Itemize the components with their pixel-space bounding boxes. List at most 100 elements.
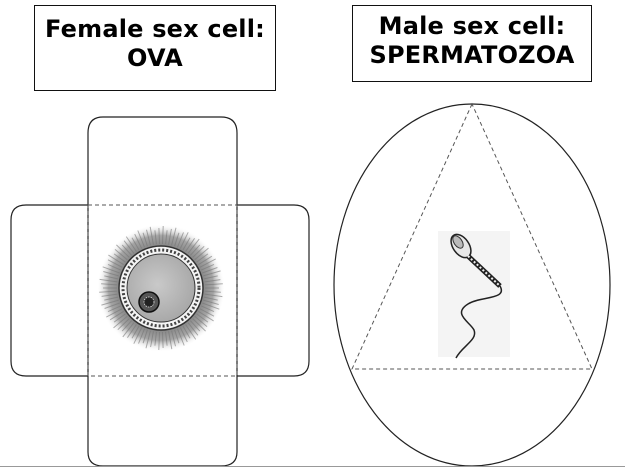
ova-fringe-stroke xyxy=(199,308,215,317)
ova-fringe-stroke xyxy=(158,227,160,245)
ova-fringe-stroke xyxy=(113,315,128,329)
ova-fringe-stroke xyxy=(106,308,123,318)
ova-fringe-stroke xyxy=(182,325,191,339)
ova-fringe-stroke xyxy=(185,238,196,252)
ova-fringe-stroke xyxy=(192,245,205,258)
ova-fringe-stroke xyxy=(179,327,188,343)
ova-fringe-stroke xyxy=(108,254,124,266)
ova-fringe-stroke xyxy=(107,259,123,268)
ova-fringe-stroke xyxy=(185,324,197,340)
ova-fringe-stroke xyxy=(194,315,208,327)
sperm-acrosome xyxy=(452,235,464,249)
ova-fringe-stroke xyxy=(107,305,122,313)
ova-fringe-stroke xyxy=(162,331,164,349)
ova-fringe-stroke xyxy=(122,322,135,338)
ova-fringe-stroke xyxy=(134,233,143,249)
page-bottom-rule xyxy=(0,466,625,467)
ova-fringe-stroke xyxy=(198,255,213,266)
ova-fringe-stroke xyxy=(187,238,200,254)
female-heading-line1: Female sex cell: xyxy=(45,15,265,43)
ova-fringe-stroke xyxy=(101,283,118,286)
ova-fringe-stroke xyxy=(104,302,120,309)
sperm-tail xyxy=(455,285,503,359)
ova-fringe-stroke xyxy=(99,278,118,283)
ova-fringe-stroke xyxy=(138,328,145,344)
ova-fringe-stroke xyxy=(101,299,119,306)
ova-fringe-stroke xyxy=(174,329,180,344)
ova-fringe-stroke xyxy=(154,230,157,245)
ova-fringe-stroke xyxy=(204,283,223,286)
ova-fringe-stroke xyxy=(165,331,168,346)
ova-fringe-stroke xyxy=(162,225,164,245)
ova-zona-pattern xyxy=(121,248,201,328)
ova-fringe-stroke xyxy=(103,271,119,277)
ova-fringe-stroke xyxy=(146,229,151,246)
female-heading-line2: OVA xyxy=(127,44,183,72)
ova-fringe-stroke xyxy=(177,232,184,248)
net-right-flap xyxy=(237,204,310,377)
spermatozoon-illustration xyxy=(438,231,510,359)
ova-fringe-stroke xyxy=(117,318,130,331)
ova-fringe-stroke xyxy=(149,226,154,245)
ova-fringe-stroke xyxy=(165,230,168,245)
ova-fringe-stroke xyxy=(177,328,185,346)
ova-fringe-stroke xyxy=(158,331,160,351)
sperm-midpiece-pattern xyxy=(467,255,501,287)
ova-fringe-stroke xyxy=(101,293,118,297)
male-heading-box: Male sex cell: SPERMATOZOA xyxy=(352,5,592,82)
ova-fringe-stroke xyxy=(204,293,223,298)
ova-fringe-stroke xyxy=(203,296,218,301)
ova-fringe-stroke xyxy=(196,313,209,323)
ova-fringe-stroke xyxy=(123,240,135,254)
ova-fringe-stroke xyxy=(125,236,137,252)
ova-fringe-stroke xyxy=(99,290,118,293)
ova-fringe-stroke xyxy=(116,244,130,258)
ova-fringe-stroke xyxy=(174,232,180,247)
ova-fringe-stroke xyxy=(200,263,215,271)
ova-fringe-stroke xyxy=(121,320,132,332)
ova-fringe-stroke xyxy=(190,244,201,256)
male-heading-line2: SPERMATOZOA xyxy=(369,41,575,69)
ova-fringe-stroke xyxy=(131,325,140,339)
ova-fringe-stroke xyxy=(196,253,209,263)
ova-fringe-stroke xyxy=(203,299,219,305)
ova-fringe-stroke xyxy=(142,232,148,247)
ova-nucleolus xyxy=(143,296,155,308)
ova-fringe-stroke xyxy=(192,318,206,332)
ova-fringe-stroke xyxy=(145,330,151,349)
ova-cytoplasm xyxy=(126,253,196,323)
ova-fringe-stroke xyxy=(204,290,221,293)
ova-fringe-stroke xyxy=(113,253,126,263)
net-left-flap xyxy=(10,204,88,377)
ova-fringe-stroke xyxy=(137,230,145,248)
ova-fringe-stroke xyxy=(204,279,221,283)
ova-fringe-stroke xyxy=(190,320,201,332)
ova-fringe-stroke xyxy=(154,331,157,346)
ova-fringe-stroke xyxy=(131,237,140,251)
ova-corona-fringe xyxy=(99,225,223,351)
ova-cell-illustration xyxy=(97,224,225,352)
female-heading-box: Female sex cell: OVA xyxy=(34,5,276,91)
ova-fringe-stroke xyxy=(194,247,209,261)
ova-fringe-stroke xyxy=(109,310,124,321)
ova-fringe-stroke xyxy=(150,331,154,348)
ova-fringe-stroke xyxy=(200,305,215,313)
ova-fringe-stroke xyxy=(203,270,221,277)
male-heading-line1: Male sex cell: xyxy=(378,12,566,40)
ova-fringe-stroke xyxy=(202,302,220,310)
ova-fringe-stroke xyxy=(126,324,137,338)
ova-fringe-stroke xyxy=(168,228,172,245)
net-fold-square xyxy=(87,204,238,377)
ova-fringe-stroke xyxy=(179,232,189,249)
ova-fringe-stroke xyxy=(102,266,120,274)
ova-fringe-stroke xyxy=(171,330,176,347)
ova-fringe-stroke xyxy=(182,237,191,251)
ova-fringe-stroke xyxy=(202,267,218,274)
ova-fringe-stroke xyxy=(171,227,177,246)
ova-fringe-stroke xyxy=(114,249,128,261)
ova-fringe-stroke xyxy=(198,310,214,322)
ova-fringe-stroke xyxy=(113,313,126,323)
ova-fringe-stroke xyxy=(203,275,218,280)
ova-fringe-stroke xyxy=(121,244,132,256)
